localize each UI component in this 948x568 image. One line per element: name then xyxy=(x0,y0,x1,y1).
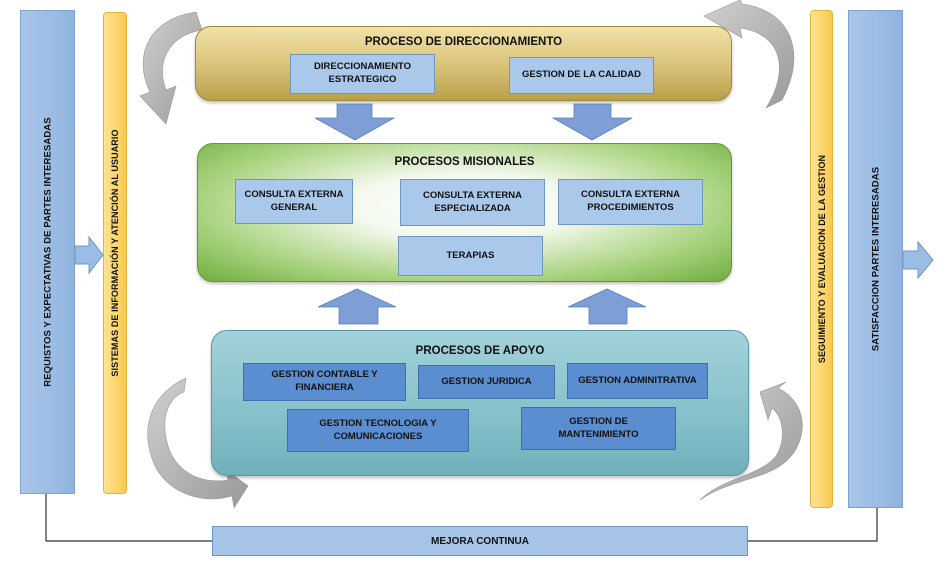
input-arrow-left xyxy=(74,235,104,275)
consulta-externa-procedimientos-box: CONSULTA EXTERNA PROCEDIMIENTOS xyxy=(558,179,703,225)
curved-arrow-bottom-right xyxy=(699,381,803,501)
satisfaccion-bar: SATISFACCION PARTES INTERESADAS xyxy=(848,10,903,508)
misionales-title: PROCESOS MISIONALES xyxy=(394,156,535,168)
terapias-box: TERAPIAS xyxy=(398,236,543,276)
seguimiento-bar: SEGUIMIENTO Y EVALUACION DE LA GESTION xyxy=(810,10,833,508)
apoyo-panel: PROCESOS DE APOYO GESTION CONTABLE Y FIN… xyxy=(211,330,749,476)
curved-arrow-top-left xyxy=(139,11,203,125)
gestion-mantenimiento-box: GESTION DE MANTENIMIENTO xyxy=(521,407,676,450)
down-arrow-left xyxy=(314,103,396,141)
curved-arrow-bottom-left xyxy=(147,377,249,509)
gestion-tecnologia-comunicaciones-box: GESTION TECNOLOGIA Y COMUNICACIONES xyxy=(287,409,469,452)
curved-arrow-top-right xyxy=(703,0,795,109)
sistemas-informacion-bar: SISTEMAS DE INFORMACIÓN Y ATENCIÓN AL US… xyxy=(103,12,127,494)
mejora-continua-bar: MEJORA CONTINUA xyxy=(212,526,748,556)
gestion-juridica-box: GESTION JURIDICA xyxy=(418,365,555,399)
up-arrow-right xyxy=(567,288,647,325)
consulta-externa-especializada-box: CONSULTA EXTERNA ESPECIALIZADA xyxy=(400,179,545,226)
consulta-externa-general-box: CONSULTA EXTERNA GENERAL xyxy=(235,179,353,224)
misionales-panel: PROCESOS MISIONALES CONSULTA EXTERNA GEN… xyxy=(197,143,732,282)
output-arrow-right xyxy=(902,240,934,280)
gestion-calidad-box: GESTION DE LA CALIDAD xyxy=(509,57,654,94)
gestion-contable-financiera-box: GESTION CONTABLE Y FINANCIERA xyxy=(243,363,406,401)
down-arrow-right xyxy=(551,103,633,141)
up-arrow-left xyxy=(317,288,397,325)
direccionamiento-title: PROCESO DE DIRECCIONAMIENTO xyxy=(364,36,563,48)
direccionamiento-estrategico-box: DIRECCIONAMIENTO ESTRATEGICO xyxy=(290,54,435,94)
gestion-administrativa-box: GESTION ADMINITRATIVA xyxy=(567,363,708,399)
apoyo-title: PROCESOS DE APOYO xyxy=(415,345,545,357)
direccionamiento-panel: PROCESO DE DIRECCIONAMIENTO DIRECCIONAMI… xyxy=(195,26,732,101)
